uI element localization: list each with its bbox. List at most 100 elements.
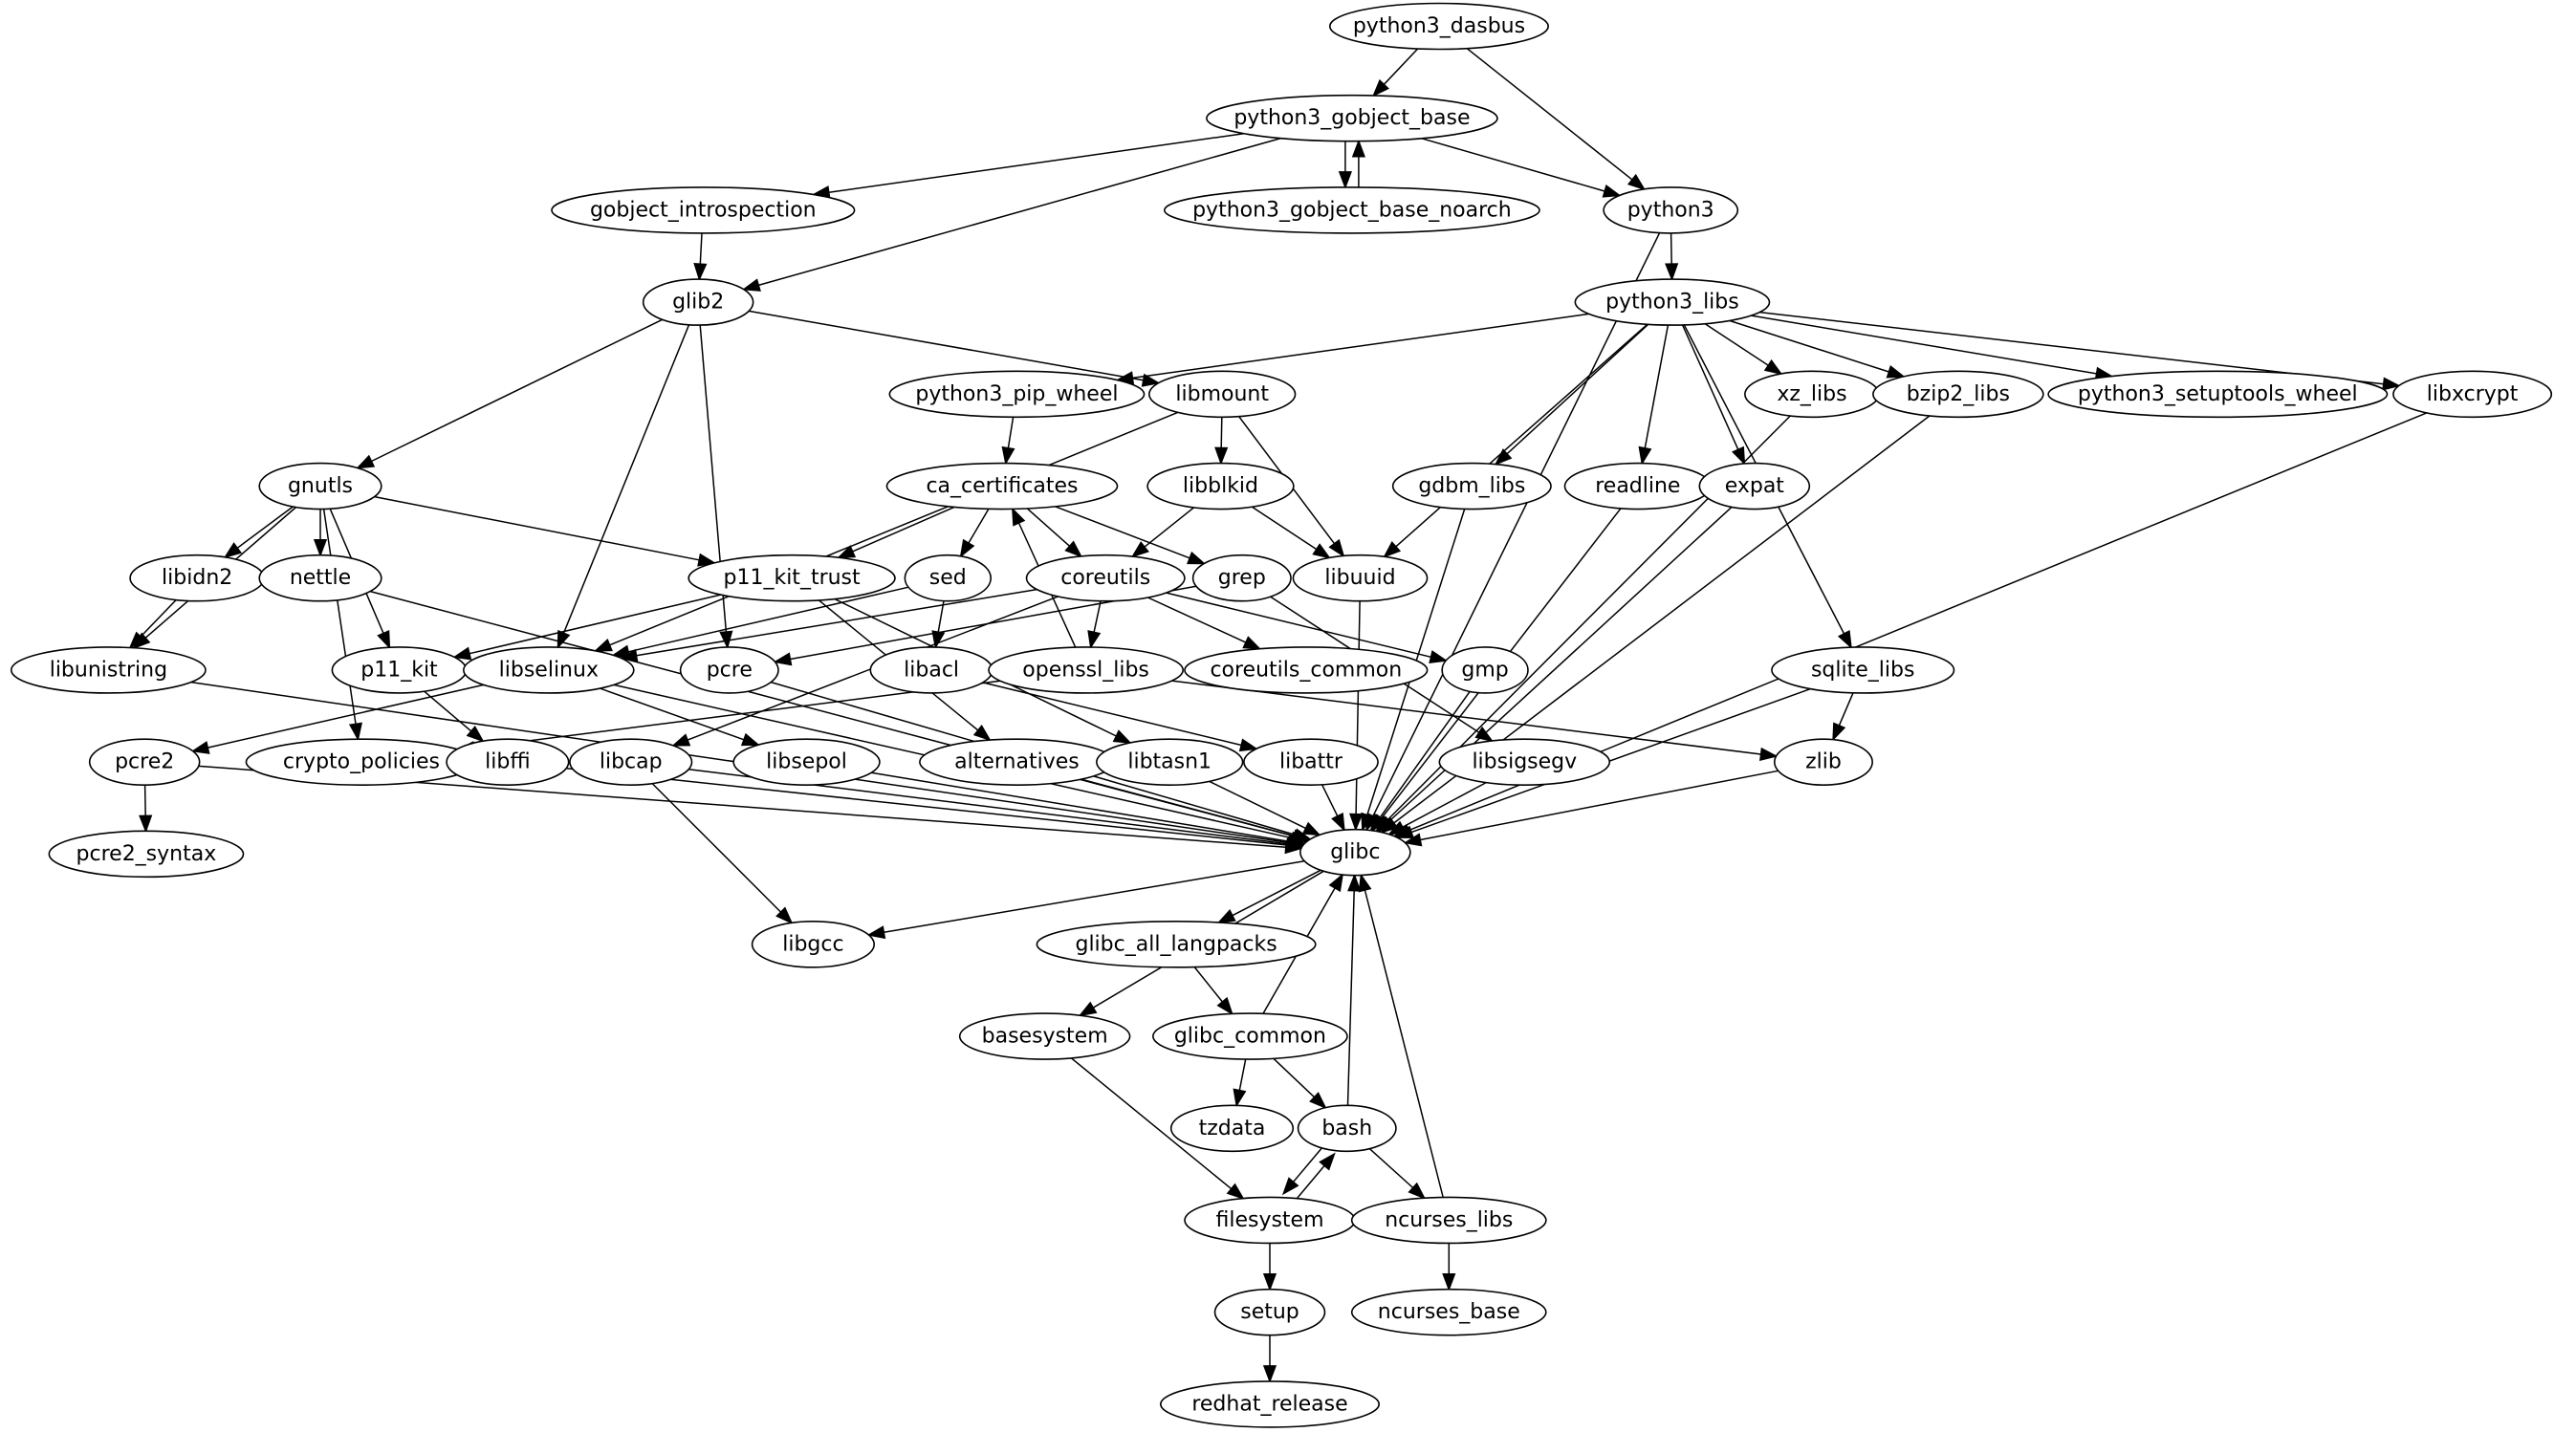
edge-bash-to-ncurses_libs <box>1368 1148 1427 1200</box>
node-libattr[interactable]: libattr <box>1243 738 1379 786</box>
node-ellipse <box>258 554 382 602</box>
edge-python3_libs-to-xz_libs <box>1704 323 1783 376</box>
node-libunistring[interactable]: libunistring <box>10 646 207 694</box>
node-ncurses_libs[interactable]: ncurses_libs <box>1350 1196 1547 1245</box>
edge-libmount-to-libselinux <box>593 411 1178 652</box>
arrowhead-icon <box>557 629 571 650</box>
node-ellipse <box>1328 2 1549 51</box>
node-label: p11_kit_trust <box>724 566 862 590</box>
node-label: alternatives <box>954 750 1080 774</box>
node-coreutils_common[interactable]: coreutils_common <box>1184 646 1429 694</box>
node-readline[interactable]: readline <box>1563 462 1713 510</box>
arrowhead-icon <box>1141 373 1161 387</box>
node-tzdata[interactable]: tzdata <box>1169 1104 1295 1153</box>
edge-ca_certificates-to-p11_kit_trust <box>837 506 955 559</box>
edge-gnutls-to-nettle <box>313 509 328 557</box>
edge-ca_certificates-to-sed <box>959 509 990 558</box>
node-label: libselinux <box>499 658 599 682</box>
node-label: ncurses_libs <box>1385 1208 1513 1232</box>
node-python3_pip_wheel[interactable]: python3_pip_wheel <box>888 370 1146 419</box>
node-ellipse <box>1151 1012 1348 1060</box>
arrowhead-icon <box>348 722 362 742</box>
node-gdbm_libs[interactable]: gdbm_libs <box>1391 462 1552 510</box>
node-python3[interactable]: python3 <box>1603 186 1739 234</box>
node-ellipse <box>1350 1196 1547 1245</box>
node-python3_dasbus[interactable]: python3_dasbus <box>1328 2 1549 51</box>
arrowhead-icon <box>1602 184 1622 198</box>
arrowhead-icon <box>1338 171 1352 190</box>
edge-python3_gobject_base-to-python3 <box>1421 138 1622 198</box>
edge-line <box>1395 323 1648 548</box>
node-xz_libs[interactable]: xz_libs <box>1744 370 1880 419</box>
edge-python3_gobject_base-to-glib2 <box>741 137 1281 292</box>
edge-glibc-to-glibc_all_langpacks <box>1216 869 1321 923</box>
node-libblkid[interactable]: libblkid <box>1146 462 1295 510</box>
node-basesystem[interactable]: basesystem <box>958 1012 1131 1060</box>
node-coreutils[interactable]: coreutils <box>1025 554 1186 602</box>
node-libuuid[interactable]: libuuid <box>1292 554 1429 602</box>
node-sqlite_libs[interactable]: sqlite_libs <box>1771 646 1955 694</box>
node-libtasn1[interactable]: libtasn1 <box>1096 738 1244 786</box>
node-libmount[interactable]: libmount <box>1147 370 1297 419</box>
node-gnutls[interactable]: gnutls <box>258 462 382 510</box>
node-python3_gobject_base_noarch[interactable]: python3_gobject_base_noarch <box>1164 186 1540 234</box>
edge-line <box>1147 597 1247 643</box>
node-label: basesystem <box>982 1025 1108 1049</box>
node-alternatives[interactable]: alternatives <box>919 738 1115 786</box>
arrowhead-icon <box>1087 630 1102 650</box>
arrowhead-icon <box>1238 738 1258 752</box>
node-openssl_libs[interactable]: openssl_libs <box>988 646 1184 694</box>
node-libxcrypt[interactable]: libxcrypt <box>2392 370 2553 419</box>
node-glibc_all_langpacks[interactable]: glibc_all_langpacks <box>1036 921 1317 968</box>
node-libidn2[interactable]: libidn2 <box>129 554 266 602</box>
node-glibc[interactable]: glibc <box>1299 828 1411 877</box>
node-crypto_policies[interactable]: crypto_policies <box>245 738 478 786</box>
arrowhead-icon <box>1371 78 1389 98</box>
node-python3_setuptools_wheel[interactable]: python3_setuptools_wheel <box>2047 370 2389 419</box>
node-glibc_common[interactable]: glibc_common <box>1151 1012 1348 1060</box>
edge-coreutils-to-gmp <box>1166 592 1449 663</box>
node-label: gdbm_libs <box>1418 474 1525 498</box>
node-bzip2_libs[interactable]: bzip2_libs <box>1872 370 2044 419</box>
arrowhead-icon <box>1347 873 1362 892</box>
node-ncurses_base[interactable]: ncurses_base <box>1350 1288 1547 1336</box>
node-pcre2_syntax[interactable]: pcre2_syntax <box>48 830 245 879</box>
node-nettle[interactable]: nettle <box>258 554 382 602</box>
node-label: python3 <box>1627 198 1714 222</box>
node-glib2[interactable]: glib2 <box>642 278 754 326</box>
node-libselinux[interactable]: libselinux <box>463 646 635 694</box>
node-gmp[interactable]: gmp <box>1441 646 1529 694</box>
node-zlib[interactable]: zlib <box>1773 738 1873 786</box>
node-expat[interactable]: expat <box>1698 462 1811 510</box>
node-gobject_introspection[interactable]: gobject_introspection <box>551 186 856 234</box>
node-p11_kit_trust[interactable]: p11_kit_trust <box>688 554 896 602</box>
node-ca_certificates[interactable]: ca_certificates <box>885 462 1119 510</box>
node-grep[interactable]: grep <box>1191 554 1292 602</box>
node-bash[interactable]: bash <box>1297 1104 1397 1153</box>
node-pcre[interactable]: pcre <box>679 646 779 694</box>
node-python3_libs[interactable]: python3_libs <box>1574 278 1771 326</box>
node-p11_kit[interactable]: p11_kit <box>331 646 468 694</box>
node-python3_gobject_base[interactable]: python3_gobject_base <box>1206 94 1498 142</box>
node-libsigsegv[interactable]: libsigsegv <box>1438 738 1611 786</box>
node-libgcc[interactable]: libgcc <box>751 921 876 968</box>
edge-python3_gobject_base-to-python3_gobject_base_noarch <box>1338 141 1352 190</box>
node-filesystem[interactable]: filesystem <box>1184 1196 1356 1245</box>
node-libffi[interactable]: libffi <box>446 738 570 786</box>
node-libacl[interactable]: libacl <box>869 646 993 694</box>
node-ellipse <box>885 462 1119 510</box>
node-ellipse <box>2047 370 2389 419</box>
node-redhat_release[interactable]: redhat_release <box>1160 1380 1381 1428</box>
arrowhead-icon <box>1626 173 1647 191</box>
node-setup[interactable]: setup <box>1213 1288 1326 1336</box>
node-ellipse <box>1164 186 1540 234</box>
edge-sed-to-libselinux <box>611 586 909 659</box>
node-sed[interactable]: sed <box>904 554 992 602</box>
node-ellipse <box>1036 921 1317 968</box>
node-libcap[interactable]: libcap <box>569 738 693 786</box>
edge-libselinux-to-pcre2 <box>190 684 484 754</box>
node-libsepol[interactable]: libsepol <box>732 738 881 786</box>
node-pcre2[interactable]: pcre2 <box>88 738 201 786</box>
edge-line <box>609 411 1178 646</box>
edge-line <box>1232 869 1321 917</box>
